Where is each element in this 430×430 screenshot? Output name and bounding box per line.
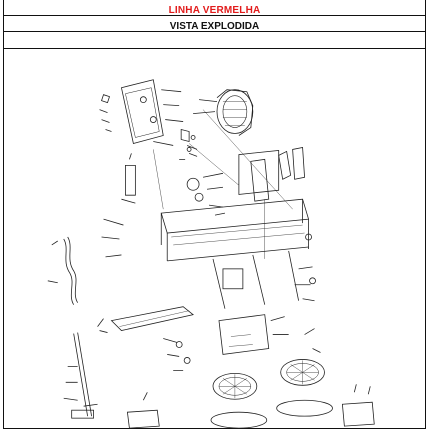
subtitle-row: VISTA EXPLODIDA [4, 16, 425, 32]
bottom-parts [126, 384, 375, 429]
main-frame [160, 146, 310, 262]
document-sheet: LINHA VERMELHA VISTA EXPLODIDA [3, 0, 426, 429]
stand-legs [212, 233, 316, 309]
blade-guide-arm [97, 306, 194, 333]
document-subtitle: VISTA EXPLODIDA [169, 21, 260, 32]
rod-assembly [63, 332, 98, 419]
exploded-view-diagram [4, 49, 425, 429]
document-title: LINHA VERMELHA [168, 5, 261, 16]
title-row: LINHA VERMELHA [4, 0, 425, 16]
center-hardware [163, 314, 321, 371]
leader-lines [153, 109, 293, 259]
motor-housing [193, 89, 254, 136]
spring-cable [47, 236, 78, 305]
blank-row [4, 32, 425, 49]
exploded-view-diagram-icon [47, 79, 375, 429]
motor-plate-group [99, 79, 184, 146]
left-hardware [101, 153, 226, 258]
wheel-right [276, 359, 333, 417]
hardware-cluster [179, 129, 198, 160]
wheel-left [210, 372, 268, 429]
